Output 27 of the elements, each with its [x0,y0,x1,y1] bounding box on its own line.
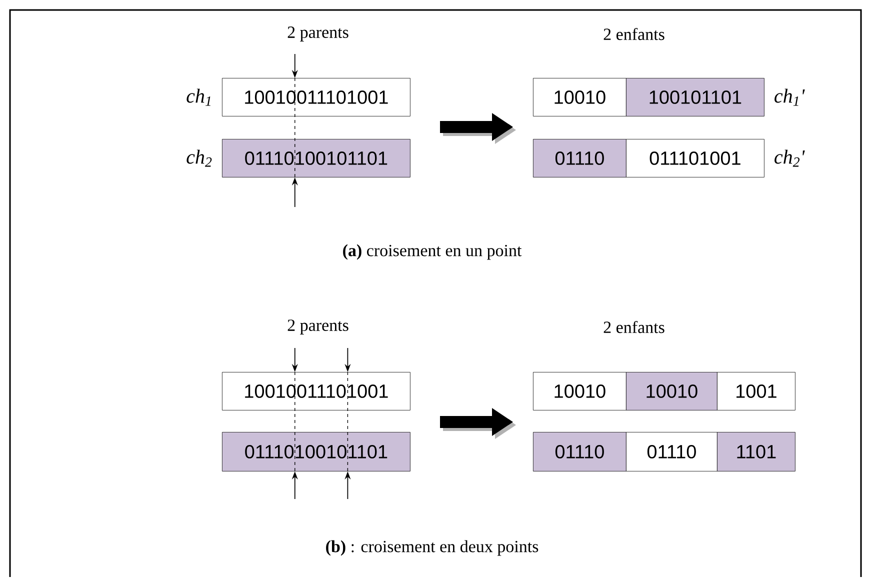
parent-chromosome-box: 01110100101101 [222,432,410,472]
child-gene-segment: 1001 [717,372,796,410]
child-gene-segment: 10010 [626,372,718,410]
child-gene-segment: 10010 [533,78,626,116]
caption: (b) : croisement en deux points [326,540,538,556]
caption: (a) croisement en un point [343,244,522,260]
child-gene-segment: 01110 [533,139,626,178]
parent-chromosome-box: 10010011101001 [222,78,410,116]
chromosome-label: ch$_{2}$ [186,150,212,167]
child-gene-segment: 100101101 [626,78,764,116]
child-gene-segment: 1101 [717,432,796,472]
child-gene-segment: 10010 [533,372,626,410]
child-gene-segment: 011101001 [626,139,764,178]
heading: 2 parents [288,26,348,42]
cut-line [294,372,296,472]
heading: 2 enfants [604,320,664,334]
chromosome-label: ch$_{1}$' [774,88,805,106]
child-gene-segment: 01110 [533,432,626,472]
heading: 2 parents [288,320,348,334]
child-gene-segment: 01110 [626,432,718,472]
parent-chromosome-box: 01110100101101 [222,139,410,178]
chromosome-label: ch$_{1}$ [186,88,210,106]
heading: 2 enfants [604,28,664,40]
cut-line [294,78,296,178]
chromosome-label: ch$_{2}$' [774,150,805,167]
parent-chromosome-box: 10010011101001 [222,372,410,410]
cut-line [347,372,348,472]
